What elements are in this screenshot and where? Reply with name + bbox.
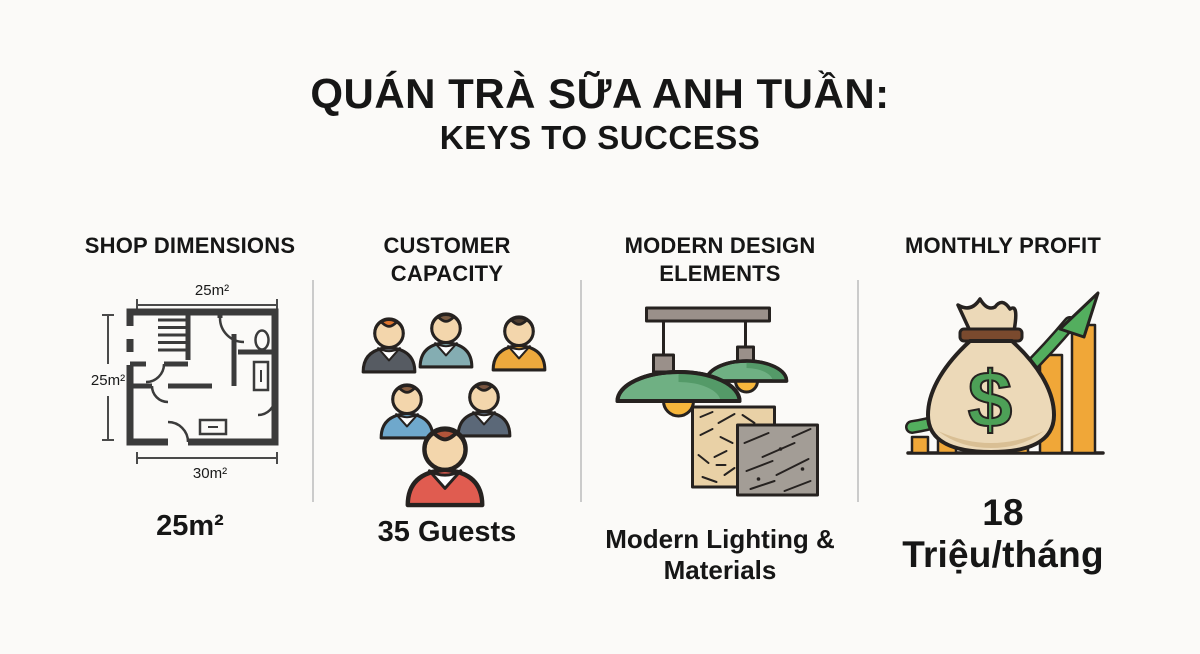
door-arc (150, 385, 169, 404)
money-growth-svg: $ (905, 291, 1105, 455)
page-title: QUÁN TRÀ SỮA ANH TUẦN: (310, 70, 890, 117)
column-monthly-profit: MONTHLY PROFIT (878, 190, 1128, 630)
column-caption: 25m² (156, 510, 224, 542)
lamp-socket (736, 345, 755, 363)
sink-icon (252, 360, 270, 392)
column-shop-dimensions: SHOP DIMENSIONS 25m² 25m² 30m² (52, 190, 328, 630)
pendant-lamps-tiles-icon (613, 303, 828, 508)
door-arc (145, 363, 166, 384)
door-arc (167, 420, 190, 443)
lamps-tiles-svg (615, 306, 819, 497)
pendant-lamp-icon (704, 359, 789, 394)
page-subtitle: KEYS TO SUCCESS (439, 119, 761, 156)
door-arc (257, 397, 277, 417)
column-divider (580, 280, 582, 502)
ceiling-bar (645, 306, 771, 323)
dollar-sign: $ (968, 355, 1013, 444)
person-icon (361, 317, 417, 374)
money-bag-growth-icon: $ (898, 285, 1108, 480)
bulb-icon (662, 399, 695, 418)
column-divider (312, 280, 314, 502)
title-block: QUÁN TRÀ SỮA ANH TUẦN: KEYS TO SUCCESS (0, 70, 1200, 158)
floor-plan-svg: 25m² 25m² 30m² (91, 282, 279, 482)
column-header: SHOP DIMENSIONS (84, 233, 296, 258)
column-divider (857, 280, 859, 502)
column-header: MODERN DESIGN ELEMENTS (624, 233, 816, 286)
person-icon (491, 315, 547, 372)
lamp-socket (652, 353, 675, 374)
bulb-icon (734, 379, 759, 394)
counter-icon (198, 418, 228, 436)
column-caption: 35 Guests (377, 516, 517, 548)
pendant-lamp-icon (615, 370, 742, 418)
column-header: MONTHLY PROFIT (905, 233, 1101, 258)
person-icon (379, 383, 435, 440)
stairs (158, 318, 186, 352)
toilet-icon (254, 329, 270, 351)
column-header: CUSTOMER CAPACITY (383, 233, 511, 286)
column-caption: Modern Lighting & Materials (605, 524, 835, 585)
person-icon (405, 426, 485, 508)
person-icon (456, 381, 512, 438)
plan-bottom-dimension: 30m² (193, 465, 227, 482)
floor-plan-icon: 25m² 25m² 30m² (82, 268, 298, 488)
money-bag-icon: $ (926, 297, 1056, 454)
column-customer-capacity: CUSTOMER CAPACITY (330, 190, 564, 630)
column-caption: 18 Triệu/tháng (902, 492, 1104, 575)
plan-outer-wall (126, 308, 279, 446)
tile-swatch-gray (736, 423, 819, 497)
plan-left-dimension: 25m² (91, 372, 125, 389)
plan-top-dimension: 25m² (195, 282, 229, 299)
people-group-icon (347, 296, 547, 513)
person-icon (418, 312, 474, 369)
people-group-svg (361, 312, 547, 508)
column-modern-design: MODERN DESIGN ELEMENTS (600, 190, 840, 630)
door-arc (218, 317, 245, 344)
